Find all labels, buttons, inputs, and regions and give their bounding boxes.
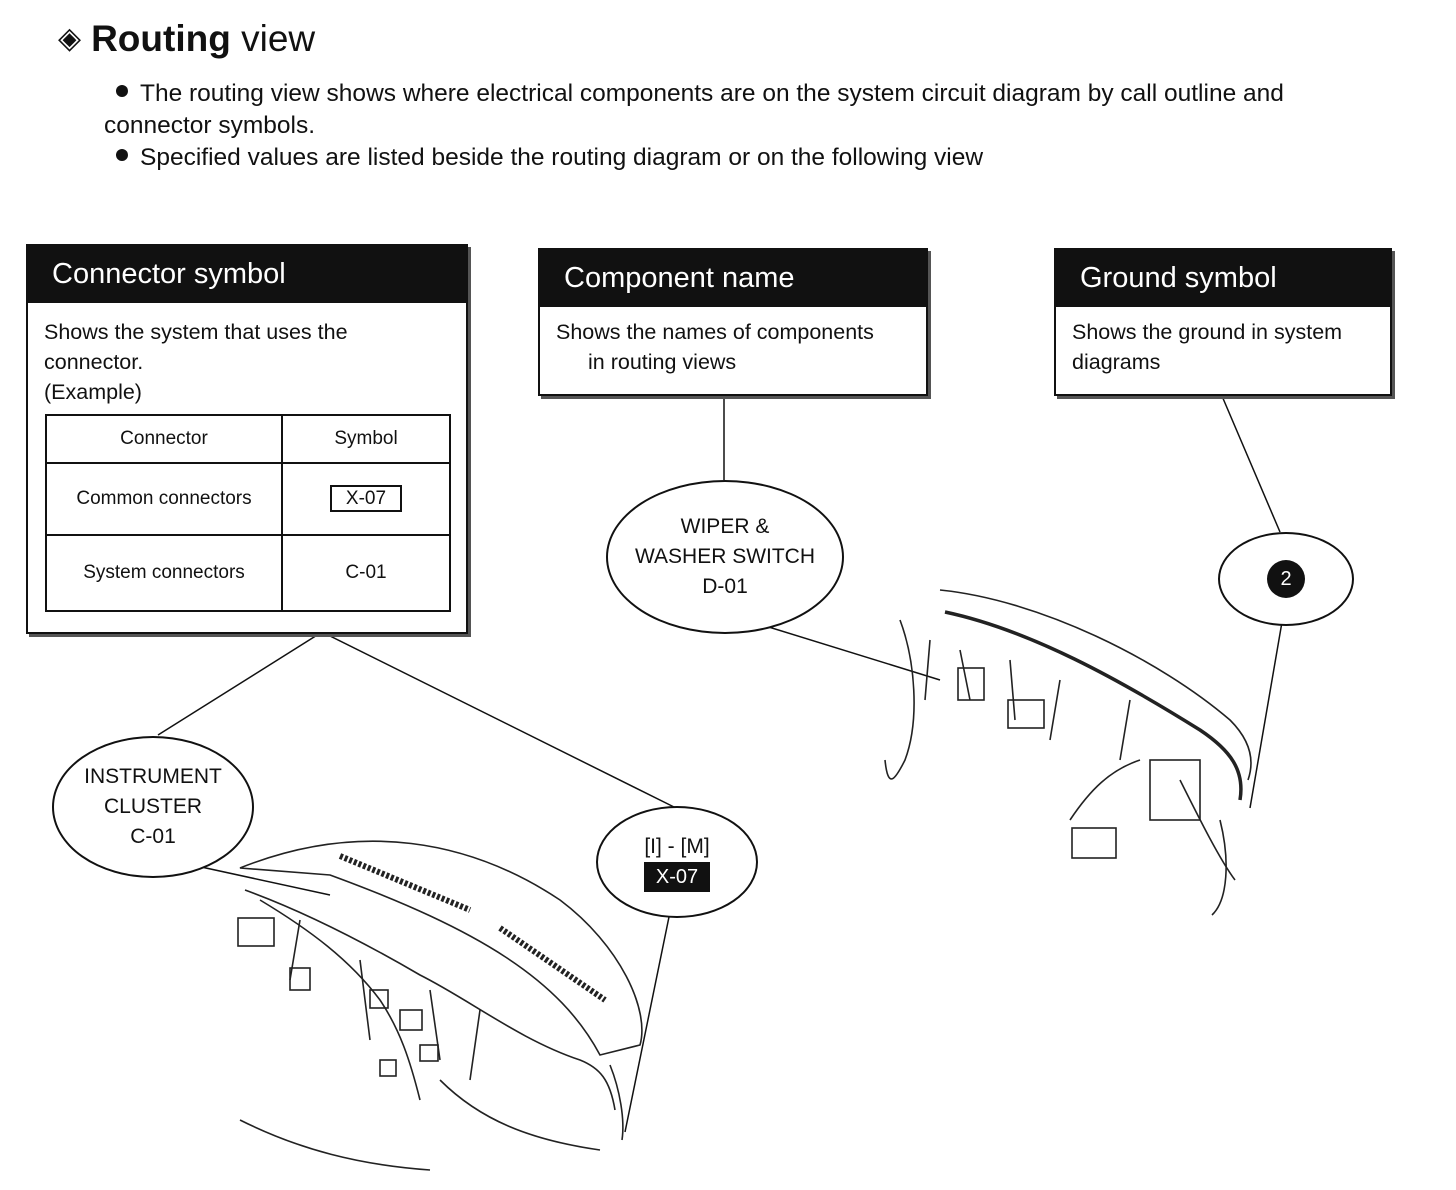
table-cell-common-symbol: X-07 bbox=[281, 462, 451, 536]
connector-symbol-heading: Connector symbol bbox=[28, 246, 466, 303]
ground-symbol-desc-2: diagrams bbox=[1072, 350, 1161, 374]
connector-symbol-desc-1: Shows the system that uses the bbox=[44, 320, 348, 344]
connector-x07-oval: [I] - [M] X-07 bbox=[596, 806, 758, 918]
common-connector-symbol: X-07 bbox=[329, 485, 403, 512]
dashboard-harness-right bbox=[884, 589, 1252, 916]
ground-symbol-callout: Ground symbol Shows the ground in system… bbox=[1054, 248, 1392, 396]
bullet-item-1: The routing view shows where electrical … bbox=[116, 78, 1284, 110]
component-name-heading: Component name bbox=[540, 250, 926, 307]
wiper-label-line1: WIPER & bbox=[680, 515, 770, 538]
bullet-icon bbox=[116, 85, 128, 97]
diamond-icon: ◈ bbox=[58, 22, 82, 55]
ground-symbol-desc-1: Shows the ground in system bbox=[1072, 320, 1343, 344]
connector-code-label: X-07 bbox=[643, 862, 711, 892]
table-cell-system-symbol: C-01 bbox=[281, 534, 451, 612]
wiper-label-line3: D-01 bbox=[702, 575, 748, 598]
component-name-desc-1: Shows the names of components bbox=[556, 320, 874, 344]
bullet-item-2: Specified values are listed beside the r… bbox=[116, 142, 983, 174]
leader-line-connector bbox=[321, 631, 677, 809]
table-cell-system-connectors: System connectors bbox=[45, 534, 283, 612]
connector-range-label: [I] - [M] bbox=[644, 835, 710, 858]
page-title: ◈Routing view bbox=[58, 18, 316, 59]
instrument-cluster-oval: INSTRUMENT CLUSTER C-01 bbox=[52, 736, 254, 878]
leader-line-x07 bbox=[624, 911, 671, 1133]
ground-symbol-heading: Ground symbol bbox=[1056, 250, 1390, 307]
table-header-connector: Connector bbox=[45, 414, 283, 464]
instrument-label-line3: C-01 bbox=[130, 825, 176, 848]
ground-oval: 2 bbox=[1218, 532, 1354, 626]
connector-symbol-example: (Example) bbox=[44, 380, 142, 404]
leader-line-instrument bbox=[157, 631, 323, 736]
table-cell-common-connectors: Common connectors bbox=[45, 462, 283, 536]
component-name-desc-2: in routing views bbox=[588, 350, 737, 374]
connector-example-table: Connector Symbol Common connectors X-07 … bbox=[45, 414, 451, 612]
bullet-item-1-continued: connector symbols. bbox=[104, 112, 316, 139]
instrument-label-line2: CLUSTER bbox=[103, 795, 203, 818]
bullet-icon bbox=[116, 149, 128, 161]
dashboard-harness-left bbox=[237, 840, 643, 1171]
leader-line-ground-point bbox=[1249, 621, 1283, 809]
instrument-label-line1: INSTRUMENT bbox=[84, 765, 222, 788]
connector-symbol-desc-2: connector. bbox=[44, 350, 144, 374]
table-header-symbol: Symbol bbox=[281, 414, 451, 464]
component-name-callout: Component name Shows the names of compon… bbox=[538, 248, 928, 396]
connector-symbol-callout: Connector symbol Shows the system that u… bbox=[26, 244, 468, 634]
leader-line-ground bbox=[1221, 395, 1281, 533]
wiper-washer-switch-oval: WIPER & WASHER SWITCH D-01 bbox=[606, 480, 844, 634]
wiper-label-line2: WASHER SWITCH bbox=[634, 545, 816, 568]
ground-number-icon: 2 bbox=[1267, 560, 1305, 598]
